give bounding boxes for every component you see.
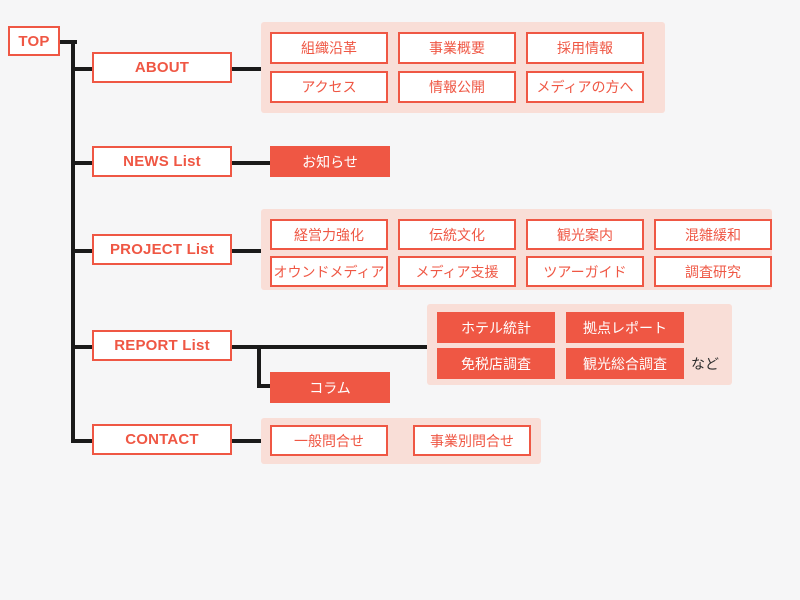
node-report-list[interactable]: REPORT List	[92, 330, 232, 361]
connector-main-trunk	[71, 40, 75, 443]
node-label: ホテル統計	[461, 319, 531, 336]
node-report-column[interactable]: コラム	[270, 372, 390, 403]
node-about-child-1[interactable]: 組織沿革	[270, 32, 388, 64]
node-about-label: ABOUT	[134, 59, 190, 76]
node-label: 情報公開	[429, 79, 485, 95]
node-label: メディア支援	[415, 263, 499, 280]
node-label: オウンドメディア	[273, 263, 385, 280]
node-top-label: TOP	[18, 32, 50, 50]
node-project-child-6[interactable]: メディア支援	[398, 256, 516, 287]
node-report-child-4[interactable]: 観光総合調査	[566, 348, 684, 379]
node-label: 観光総合調査	[583, 355, 667, 372]
node-project-child-3[interactable]: 観光案内	[526, 219, 644, 250]
node-about[interactable]: ABOUT	[92, 52, 232, 83]
node-news-list[interactable]: NEWS List	[92, 146, 232, 177]
report-etc-caption: など	[691, 356, 719, 372]
node-project-list[interactable]: PROJECT List	[92, 234, 232, 265]
node-label: 免税店調査	[461, 355, 531, 372]
node-label: 伝統文化	[429, 226, 485, 243]
connector-report-column-drop	[257, 345, 261, 388]
node-project-child-8[interactable]: 調査研究	[654, 256, 772, 287]
node-top[interactable]: TOP	[8, 26, 60, 56]
node-label: 事業概要	[429, 40, 485, 56]
connector-trunk-contact	[71, 439, 94, 443]
node-label: お知らせ	[302, 153, 358, 170]
node-project-child-7[interactable]: ツアーガイド	[526, 256, 644, 287]
node-contact-child-2[interactable]: 事業別問合せ	[413, 425, 531, 456]
node-report-child-1[interactable]: ホテル統計	[437, 312, 555, 343]
node-label: 組織沿革	[301, 40, 357, 56]
node-contact[interactable]: CONTACT	[92, 424, 232, 455]
node-label: アクセス	[301, 79, 357, 95]
connector-project-children	[230, 249, 266, 253]
node-project-child-2[interactable]: 伝統文化	[398, 219, 516, 250]
connector-trunk-report	[71, 345, 94, 349]
node-report-list-label: REPORT List	[114, 337, 210, 354]
node-report-child-3[interactable]: 免税店調査	[437, 348, 555, 379]
node-label: 経営力強化	[294, 226, 364, 243]
node-contact-label: CONTACT	[125, 431, 199, 448]
node-project-list-label: PROJECT List	[109, 241, 215, 258]
connector-contact-children	[230, 439, 268, 443]
node-news-child-1[interactable]: お知らせ	[270, 146, 390, 177]
node-contact-child-1[interactable]: 一般問合せ	[270, 425, 388, 456]
node-project-child-1[interactable]: 経営力強化	[270, 219, 388, 250]
connector-report-column	[257, 384, 275, 388]
connector-trunk-about	[71, 67, 94, 71]
node-label: 採用情報	[557, 40, 613, 56]
node-label: 事業別問合せ	[430, 432, 514, 449]
node-about-child-6[interactable]: メディアの方へ	[526, 71, 644, 103]
connector-report-children	[230, 345, 432, 349]
node-label: 拠点レポート	[583, 319, 667, 336]
node-about-child-5[interactable]: 情報公開	[398, 71, 516, 103]
connector-top-to-trunk	[58, 40, 77, 44]
node-label: 一般問合せ	[294, 432, 364, 449]
connector-trunk-project	[71, 249, 94, 253]
connector-about-children	[230, 67, 266, 71]
node-about-child-4[interactable]: アクセス	[270, 71, 388, 103]
node-report-child-2[interactable]: 拠点レポート	[566, 312, 684, 343]
node-label: 調査研究	[685, 263, 741, 280]
node-about-child-2[interactable]: 事業概要	[398, 32, 516, 64]
node-label: メディアの方へ	[536, 79, 634, 95]
node-label: ツアーガイド	[543, 263, 627, 280]
connector-trunk-news	[71, 161, 94, 165]
node-news-list-label: NEWS List	[123, 153, 201, 170]
node-about-child-3[interactable]: 採用情報	[526, 32, 644, 64]
node-label: コラム	[309, 379, 351, 396]
connector-news-children	[230, 161, 272, 165]
node-project-child-5[interactable]: オウンドメディア	[270, 256, 388, 287]
node-label: 混雑緩和	[685, 226, 741, 243]
node-project-child-4[interactable]: 混雑緩和	[654, 219, 772, 250]
node-label: 観光案内	[557, 226, 613, 243]
